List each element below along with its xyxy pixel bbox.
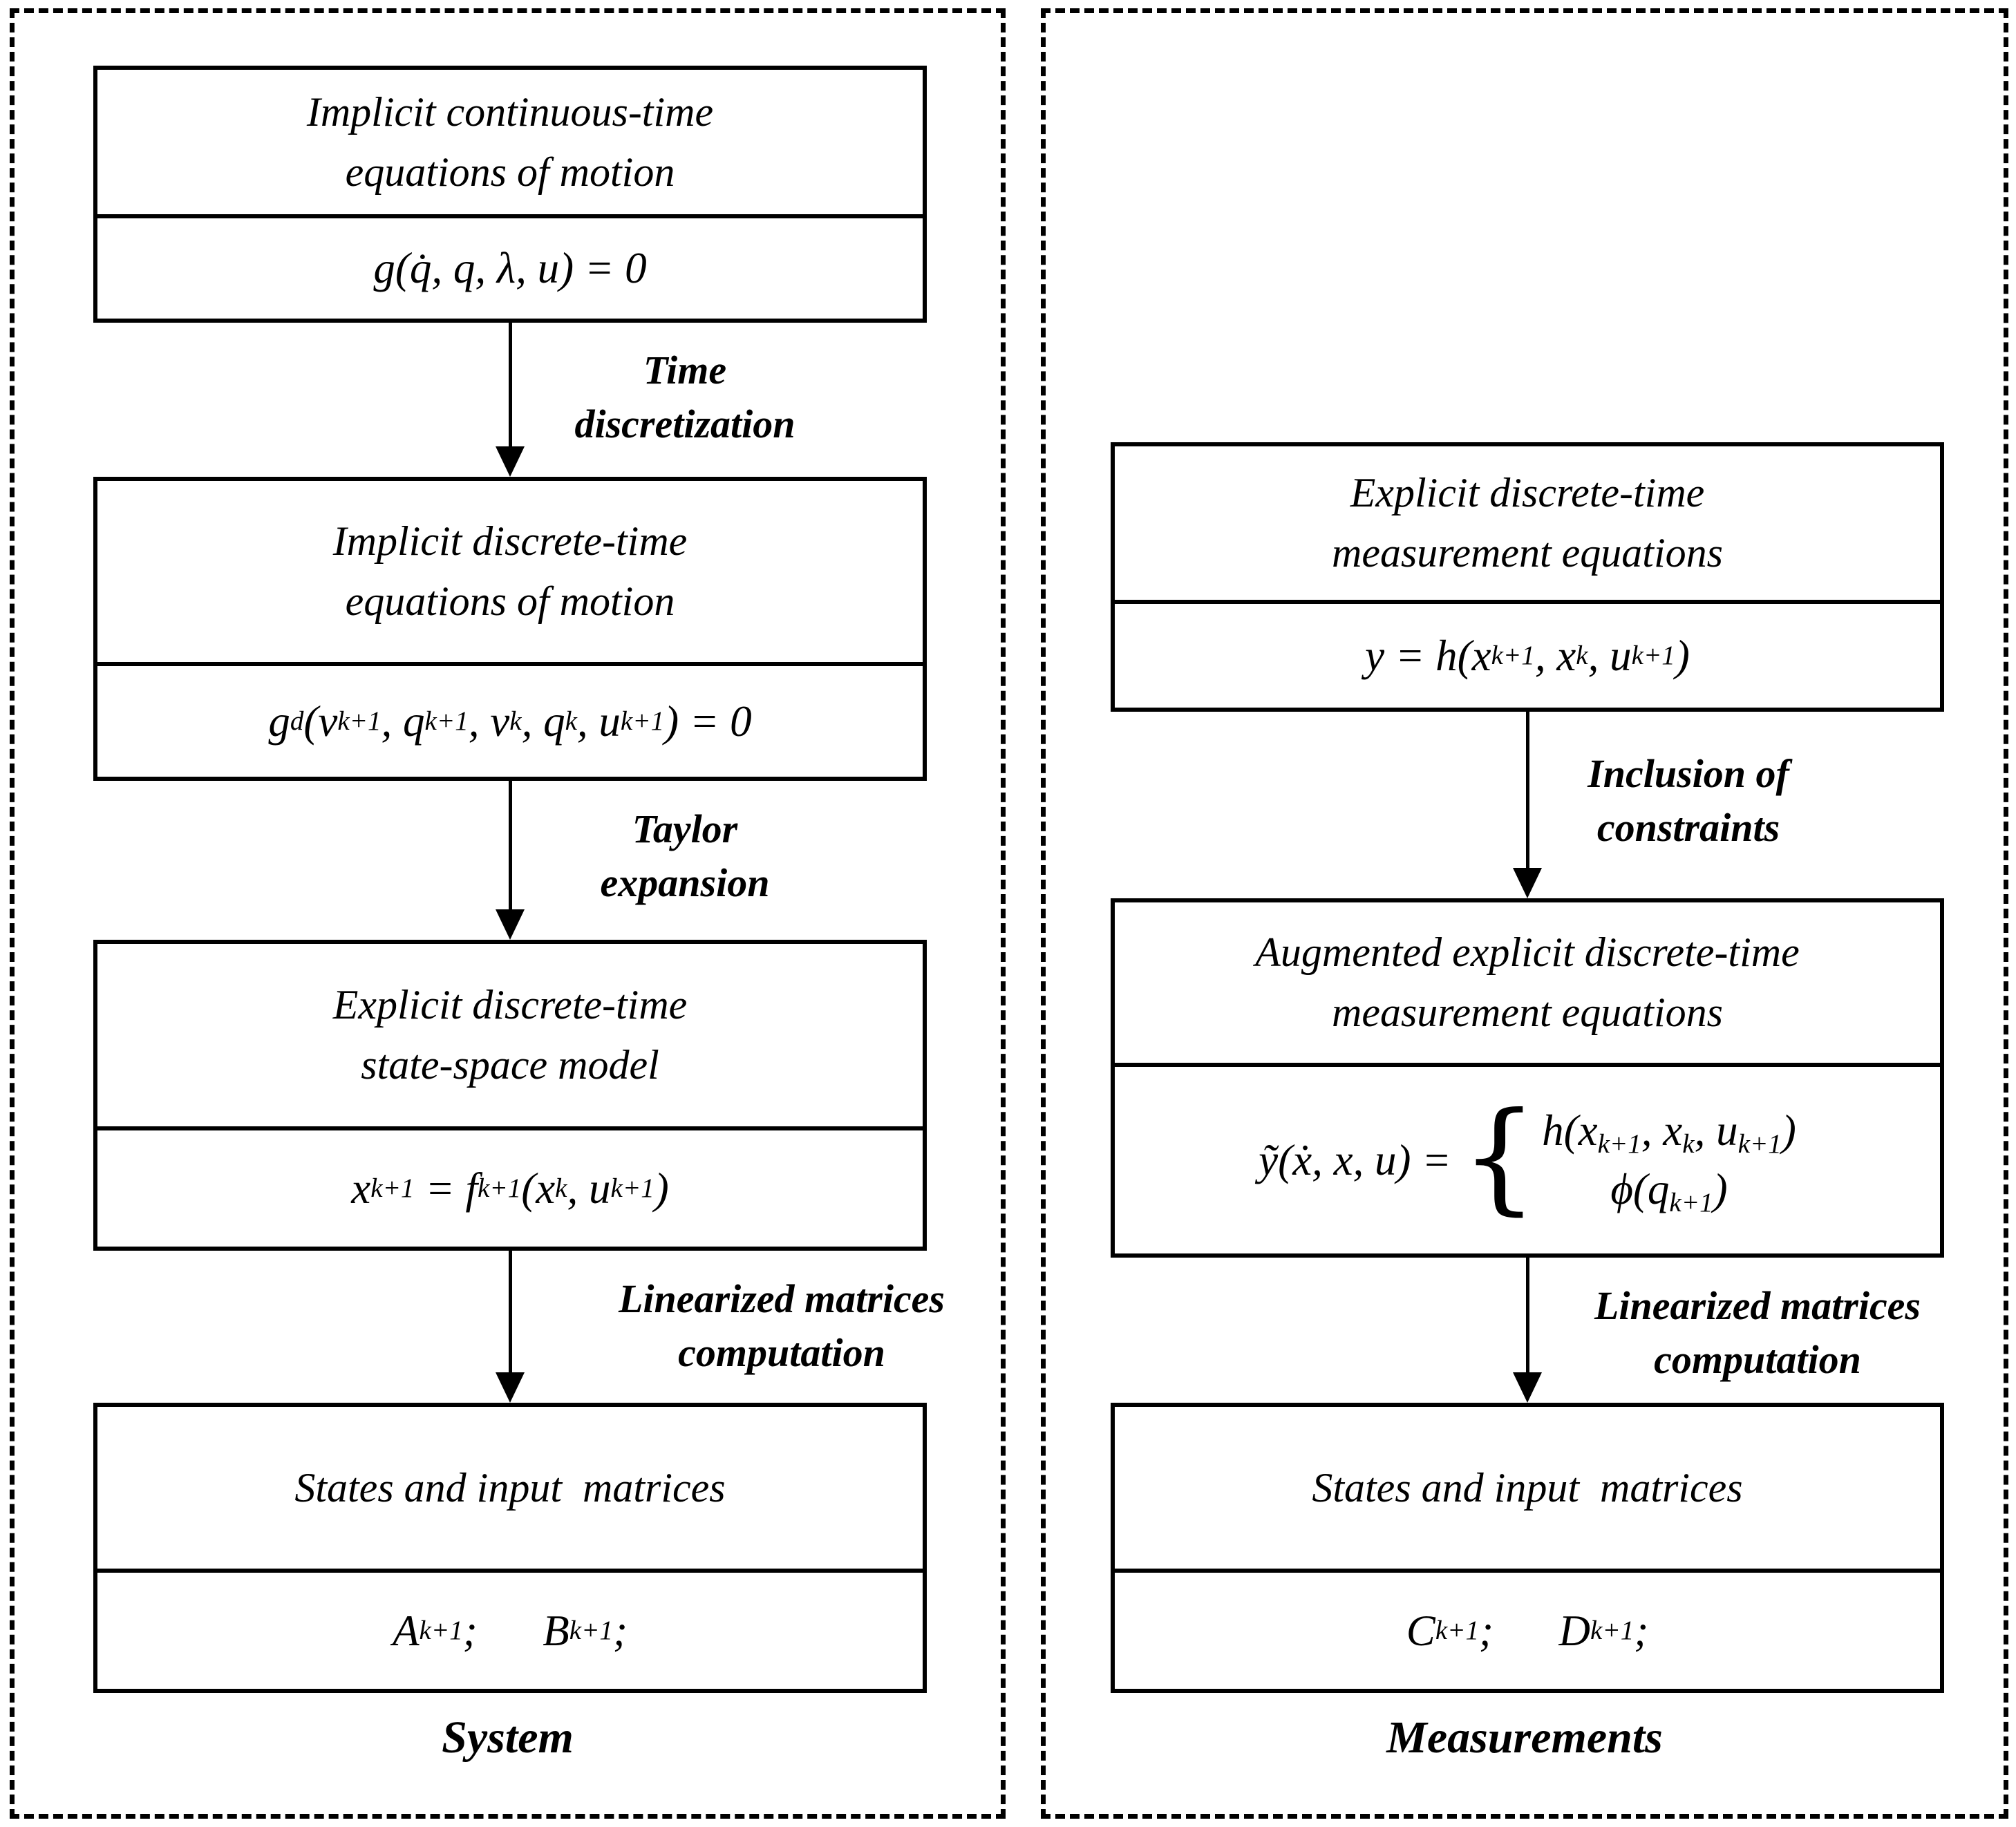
arrow-label-line: Time bbox=[643, 348, 727, 392]
equation-cases: h(xk+1, xk, uk+1) ϕ(qk+1) bbox=[1542, 1101, 1796, 1219]
arrow-label-line: computation bbox=[678, 1330, 885, 1376]
box-implicit-continuous-eom: Implicit continuous-time equations of mo… bbox=[93, 66, 927, 323]
equation-case: ϕ(qk+1) bbox=[1610, 1165, 1728, 1218]
box-title: Augmented explicit discrete-time measure… bbox=[1115, 902, 1940, 1067]
box-equation: g(q̇, q, λ, u) = 0 bbox=[373, 244, 647, 292]
box-implicit-discrete-eom: Implicit discrete-time equations of moti… bbox=[93, 477, 927, 781]
flow-arrow bbox=[495, 781, 525, 940]
equation-case: h(xk+1, xk, uk+1) bbox=[1542, 1106, 1796, 1159]
box-title-line: States and input matrices bbox=[294, 1464, 726, 1511]
flow-arrow bbox=[1512, 712, 1543, 898]
measurements-caption: Measurements bbox=[1386, 1712, 1663, 1763]
arrow-head-icon bbox=[496, 909, 525, 940]
box-title-line: measurement equations bbox=[1331, 990, 1723, 1035]
box-title: States and input matrices bbox=[97, 1407, 923, 1573]
box-title: Explicit discrete-time measurement equat… bbox=[1115, 446, 1940, 604]
arrow-head-icon bbox=[496, 446, 525, 477]
arrow-label-line: computation bbox=[1654, 1337, 1861, 1383]
flow-arrow bbox=[1512, 1258, 1543, 1403]
box-title-line: equations of motion bbox=[345, 578, 675, 624]
box-title: States and input matrices bbox=[1115, 1407, 1940, 1573]
box-title-line: Augmented explicit discrete-time bbox=[1255, 929, 1800, 975]
box-title-line: state-space model bbox=[361, 1042, 659, 1088]
flow-arrow bbox=[495, 323, 525, 477]
box-augmented-measurement-eq: Augmented explicit discrete-time measure… bbox=[1111, 898, 1944, 1258]
box-explicit-measurement-eq: Explicit discrete-time measurement equat… bbox=[1111, 442, 1944, 712]
box-title-line: Implicit discrete-time bbox=[332, 518, 688, 564]
arrow-line bbox=[508, 781, 512, 909]
arrow-line bbox=[508, 1251, 512, 1372]
arrow-line bbox=[508, 323, 512, 446]
arrow-label-line: Inclusion of bbox=[1588, 751, 1789, 796]
box-title-line: equations of motion bbox=[345, 149, 675, 195]
case-brace: { bbox=[1460, 1087, 1538, 1228]
arrow-line bbox=[1525, 1258, 1529, 1372]
box-title-line: Explicit discrete-time bbox=[1350, 470, 1705, 515]
arrow-label-taylor-expansion: Taylor expansion bbox=[519, 802, 851, 911]
arrow-head-icon bbox=[1513, 1372, 1542, 1403]
arrow-label-linearized-matrices-measurements: Linearized matrices computation bbox=[1536, 1279, 1979, 1388]
box-title-line: Implicit continuous-time bbox=[306, 88, 714, 135]
system-panel: Implicit continuous-time equations of mo… bbox=[10, 8, 1006, 1819]
arrow-label-line: expansion bbox=[600, 860, 770, 906]
arrow-label-inclusion-of-constraints: Inclusion of constraints bbox=[1495, 747, 1882, 855]
arrow-line bbox=[1525, 712, 1529, 868]
box-explicit-state-space: Explicit discrete-time state-space model… bbox=[93, 940, 927, 1251]
arrow-label-line: constraints bbox=[1596, 805, 1780, 851]
box-title: Implicit discrete-time equations of moti… bbox=[97, 481, 923, 666]
arrow-label-linearized-matrices-system: Linearized matrices computation bbox=[560, 1272, 1003, 1381]
flow-arrow bbox=[495, 1251, 525, 1403]
box-title-line: Explicit discrete-time bbox=[332, 982, 688, 1028]
system-caption: System bbox=[442, 1712, 574, 1763]
box-title-line: States and input matrices bbox=[1312, 1464, 1743, 1511]
equation-lhs: ỹ(ẋ, x, u) = bbox=[1259, 1135, 1451, 1184]
arrow-label-line: Taylor bbox=[632, 806, 738, 851]
arrow-label-time-discretization: Time discretization bbox=[519, 343, 851, 452]
measurements-panel: Explicit discrete-time measurement equat… bbox=[1041, 8, 2008, 1819]
box-equation: ỹ(ẋ, x, u) = { h(xk+1, xk, uk+1) ϕ(qk+1) bbox=[1115, 1067, 1940, 1253]
box-title: Implicit continuous-time equations of mo… bbox=[97, 70, 923, 218]
box-title: Explicit discrete-time state-space model bbox=[97, 944, 923, 1130]
arrow-label-line: discretization bbox=[574, 401, 795, 447]
arrow-label-line: Linearized matrices bbox=[618, 1276, 945, 1321]
arrow-head-icon bbox=[496, 1372, 525, 1403]
arrow-label-line: Linearized matrices bbox=[1594, 1283, 1921, 1328]
arrow-head-icon bbox=[1513, 868, 1542, 898]
box-title-line: measurement equations bbox=[1331, 530, 1723, 576]
